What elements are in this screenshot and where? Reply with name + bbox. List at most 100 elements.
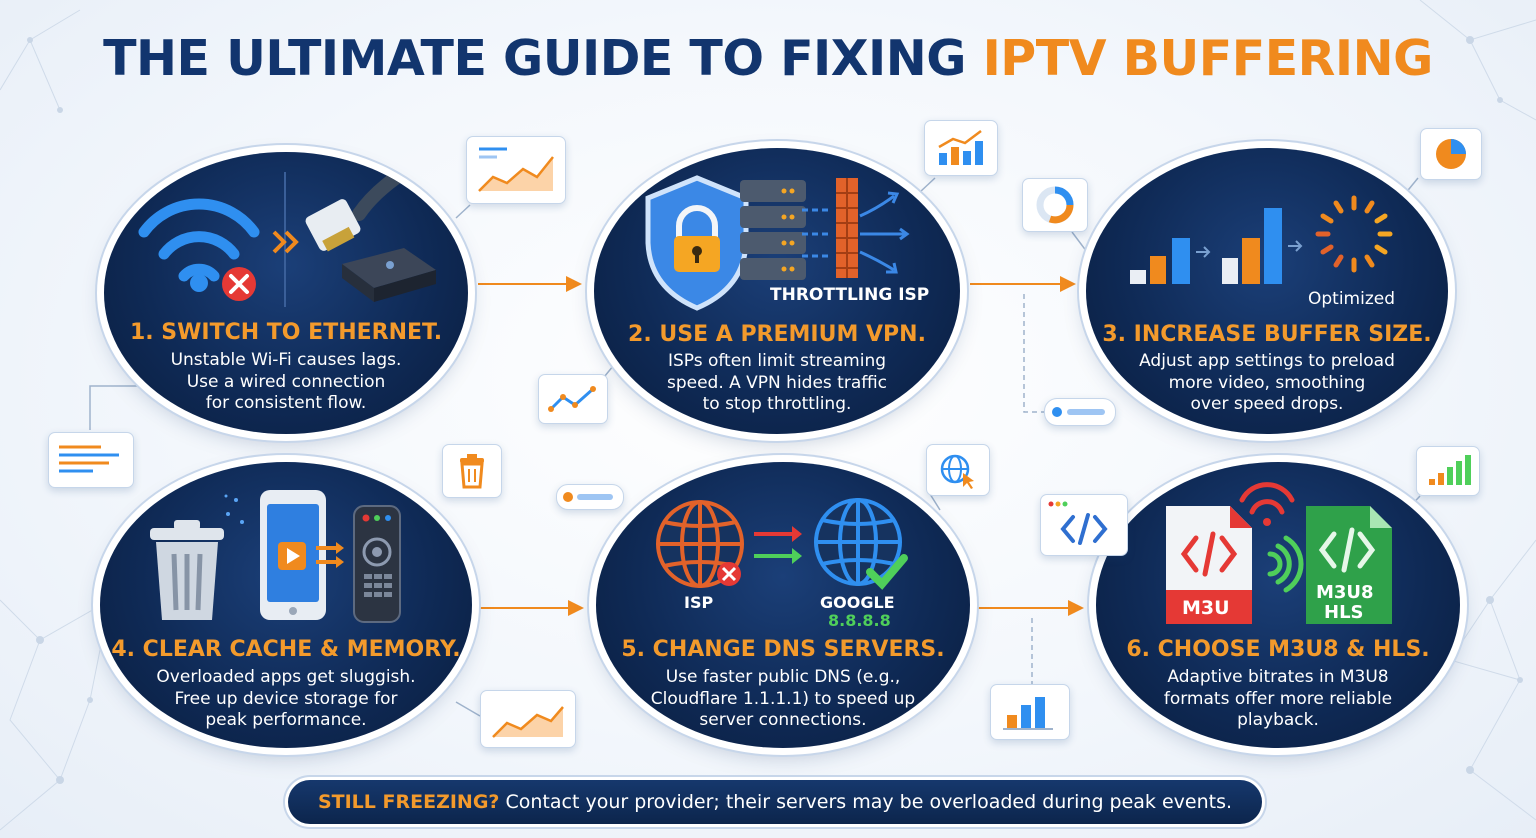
pie-chart-card xyxy=(1420,128,1482,180)
step-3-buffer: Optimized 3. INCREASE BUFFER SIZE. Adjus… xyxy=(1086,148,1448,434)
step-5-dns: ISP GOOGLE 8.8.8.8 5. CHANGE DNS SERVERS… xyxy=(596,462,970,748)
step-2-line: to stop throttling. xyxy=(702,394,852,414)
step-2-line: speed. A VPN hides traffic xyxy=(666,372,888,393)
step-6-illustration: M3U M3U8 HLS xyxy=(1166,482,1392,624)
file-code-icon: M3U xyxy=(1166,506,1252,624)
step-3-illustration: Optimized xyxy=(1130,195,1395,309)
firewall-icon xyxy=(836,178,858,278)
step-3-line: more video, smoothing xyxy=(1168,372,1366,393)
bar-chart-icon xyxy=(1130,208,1303,284)
phone-icon xyxy=(260,490,326,620)
router-icon xyxy=(342,248,436,302)
toggle-icon xyxy=(563,492,613,502)
banner-text: Contact your provider; their servers may… xyxy=(499,791,1233,813)
step-6-title: 6. CHOOSE M3U8 & HLS. xyxy=(1126,637,1430,662)
donut-chart-icon xyxy=(1036,186,1074,224)
step-2-line: ISPs often limit streaming xyxy=(667,351,887,371)
step-6-line: Adaptive bitrates in M3U8 xyxy=(1167,667,1389,687)
text-lines-card xyxy=(48,432,134,488)
step-6-m3u8: M3U M3U8 HLS 6. CHOOSE M3U8 & HLS. Adapt… xyxy=(1096,462,1460,748)
toggle-card xyxy=(1044,398,1116,426)
step-4-cache: 4. CLEAR CACHE & MEMORY. Overloaded apps… xyxy=(100,462,472,748)
server-stack-icon xyxy=(740,180,806,280)
m3u8-label: M3U8 xyxy=(1316,582,1374,603)
line-chart-card xyxy=(538,374,608,424)
step-3-line: Adjust app settings to preload xyxy=(1139,351,1395,371)
area-chart-card xyxy=(466,136,566,204)
step-1-line: Use a wired connection xyxy=(186,371,386,392)
text-lines-icon xyxy=(59,445,119,473)
step-1-ethernet: 1. SWITCH TO ETHERNET. Unstable Wi-Fi ca… xyxy=(104,152,468,434)
globe-icon xyxy=(656,500,744,588)
globe-cursor-icon xyxy=(940,454,974,489)
step-3-title: 3. INCREASE BUFFER SIZE. xyxy=(1102,322,1432,347)
step-1-description: Unstable Wi-Fi causes lags. Use a wired … xyxy=(121,350,451,415)
ethernet-cable-icon xyxy=(305,165,411,252)
step-4-line: Overloaded apps get sluggish. xyxy=(156,667,416,687)
step-4-line: Free up device storage for xyxy=(174,688,398,709)
bar-chart-card xyxy=(990,684,1070,740)
toggle-card xyxy=(556,484,624,510)
toggle-icon xyxy=(1052,407,1105,417)
area-chart-icon xyxy=(478,147,554,192)
pie-chart-icon xyxy=(1436,139,1466,169)
trash-small-icon xyxy=(460,454,484,489)
page-title: THE ULTIMATE GUIDE TO FIXING IPTV BUFFER… xyxy=(0,30,1536,87)
donut-chart-card xyxy=(1022,178,1088,232)
step-5-line: server connections. xyxy=(699,710,867,730)
step-5-line: Cloudflare 1.1.1.1) to speed up xyxy=(650,688,916,709)
hls-label: HLS xyxy=(1324,602,1364,623)
step-2-illustration: THROTTLING ISP xyxy=(645,175,929,311)
growth-chart-icon xyxy=(938,130,983,165)
google-label: GOOGLE xyxy=(820,593,895,612)
isp-label: ISP xyxy=(684,593,713,612)
step-1-line: for consistent flow. xyxy=(205,393,367,413)
title-main: THE ULTIMATE GUIDE TO FIXING xyxy=(103,30,967,87)
signal-bars-icon xyxy=(1429,455,1471,485)
optimized-label: Optimized xyxy=(1308,289,1395,309)
step-2-vpn: THROTTLING ISP 2. USE A PREMIUM VPN. ISP… xyxy=(594,148,960,434)
footer-banner: STILL FREEZING? Contact your provider; t… xyxy=(288,780,1262,824)
step-6-line: formats offer more reliable xyxy=(1163,688,1393,709)
globe-check-icon xyxy=(814,498,902,586)
line-chart-icon xyxy=(548,386,596,412)
step-6-description: Adaptive bitrates in M3U8 formats offer … xyxy=(1113,667,1443,732)
m3u-label: M3U xyxy=(1182,597,1230,619)
step-5-description: Use faster public DNS (e.g., Cloudflare … xyxy=(613,667,953,732)
step-5-line: Use faster public DNS (e.g., xyxy=(665,667,901,687)
step-1-line: Unstable Wi-Fi causes lags. xyxy=(170,350,402,370)
step-1-title: 1. SWITCH TO ETHERNET. xyxy=(129,320,443,345)
globe-cursor-card xyxy=(926,444,990,496)
step-3-description: Adjust app settings to preload more vide… xyxy=(1102,351,1432,416)
step-4-description: Overloaded apps get sluggish. Free up de… xyxy=(121,667,451,732)
step-4-illustration xyxy=(150,490,401,623)
bar-chart-small-icon xyxy=(1003,697,1053,730)
code-card xyxy=(1040,494,1128,556)
step-2-title: 2. USE A PREMIUM VPN. xyxy=(628,322,926,347)
area-chart-icon xyxy=(492,706,564,738)
step-1-illustration xyxy=(138,165,436,307)
error-x-icon xyxy=(717,562,741,586)
trash-icon xyxy=(150,520,224,620)
growth-chart-card xyxy=(924,120,998,176)
step-4-title: 4. CLEAR CACHE & MEMORY. xyxy=(111,637,461,662)
step-4-line: peak performance. xyxy=(205,710,367,730)
step-3-line: over speed drops. xyxy=(1190,394,1344,414)
error-x-icon xyxy=(222,267,256,301)
title-accent: IPTV BUFFERING xyxy=(982,30,1434,87)
trash-card xyxy=(442,444,502,498)
loading-spinner-icon xyxy=(1315,195,1393,273)
wifi-icon xyxy=(138,198,260,292)
throttling-isp-label: THROTTLING ISP xyxy=(770,285,929,305)
code-icon xyxy=(1048,501,1108,545)
remote-icon xyxy=(353,505,401,623)
signal-icon xyxy=(1239,482,1304,593)
step-5-title: 5. CHANGE DNS SERVERS. xyxy=(621,637,945,662)
step-2-description: ISPs often limit streaming speed. A VPN … xyxy=(612,351,942,416)
signal-bars-card xyxy=(1416,446,1480,496)
file-code-icon: M3U8 HLS xyxy=(1306,506,1392,624)
step-5-illustration: ISP GOOGLE 8.8.8.8 xyxy=(656,498,908,630)
banner-highlight: STILL FREEZING? xyxy=(317,791,500,813)
area-chart-card xyxy=(480,690,576,748)
step-6-line: playback. xyxy=(1237,710,1319,730)
